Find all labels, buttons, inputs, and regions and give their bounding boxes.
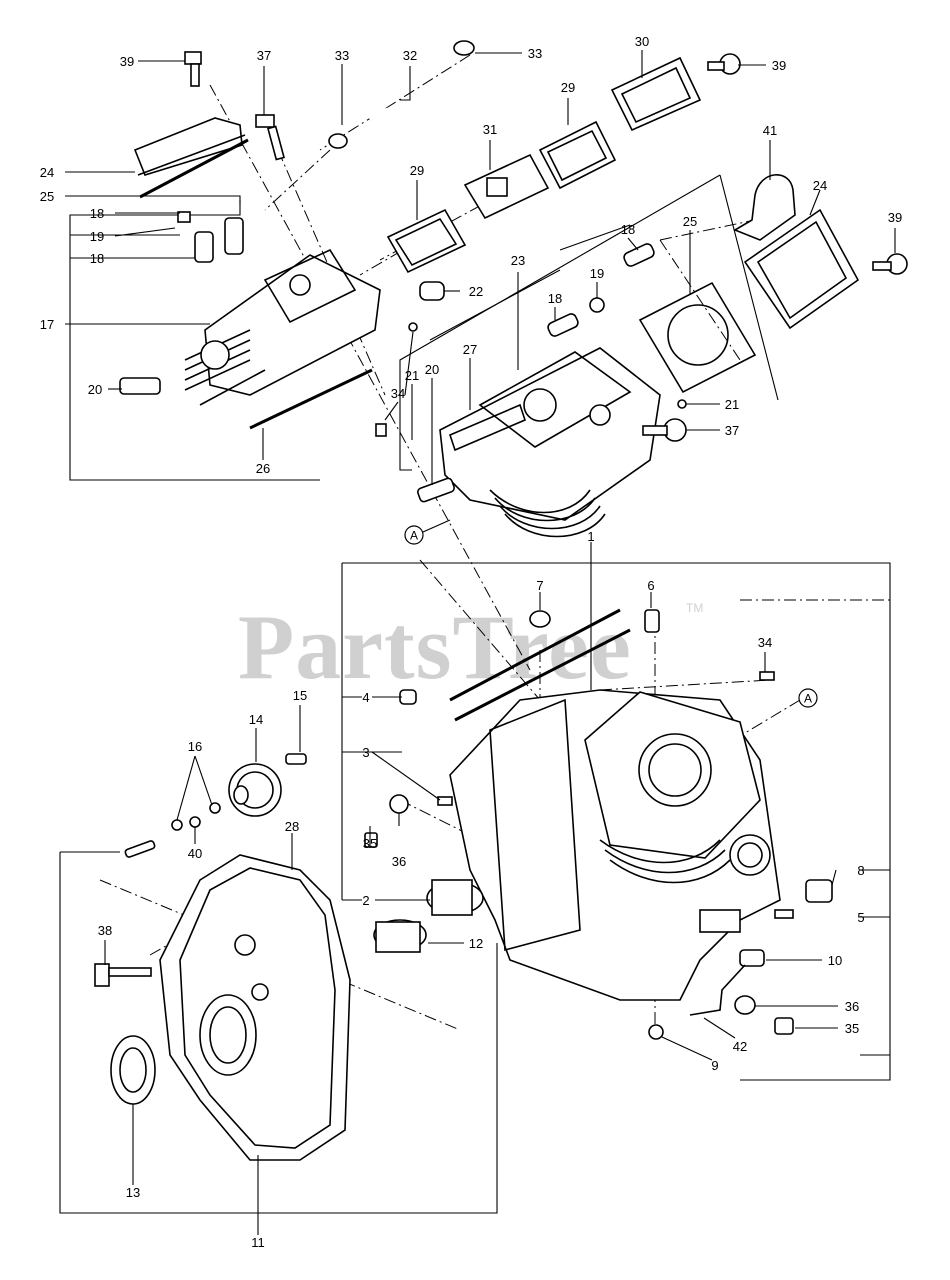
callout-label: 25 [683,214,697,229]
gasket-25-right [638,281,757,394]
callout-label: 10 [828,953,842,968]
callout-label: 28 [285,819,299,834]
callout-label: 18 [90,206,104,221]
callout-label: 30 [635,34,649,49]
callout-label: 39 [772,58,786,73]
callout-label: 15 [293,688,307,703]
dowel-pin [124,840,156,858]
callout-label: 26 [256,461,270,476]
cover-41-24-right [733,174,860,330]
callout-label: 14 [249,712,263,727]
callout-label: 33 [528,46,542,61]
callout-label: 36 [845,999,859,1014]
stud-20-right [417,477,455,503]
gear-case-cover-28 [159,854,351,1161]
group-bracket-lines [59,174,891,1214]
callout-label: 39 [120,54,134,69]
callout-label: 29 [561,80,575,95]
callout-label: 37 [257,48,271,63]
small-pin-15 [285,753,307,765]
callout-label: 19 [90,229,104,244]
cylinder-head-right [439,347,661,538]
gaskets-29-31-30 [386,56,702,274]
callout-label: 18 [548,291,562,306]
callout-label: 18 [621,222,635,237]
callout-label: 17 [40,317,54,332]
svg-text:A: A [804,692,812,706]
callout-label: 12 [469,936,483,951]
callout-label: 24 [813,178,827,193]
callout-label: 21 [725,397,739,412]
callout-label: 36 [392,854,406,869]
callout-label: 20 [88,382,102,397]
callout-label: 40 [188,846,202,861]
callout-label: 3 [362,745,369,760]
bushings-2-12 [373,879,484,953]
callout-label: 4 [362,690,369,705]
bolt-38 [94,963,152,987]
callout-label: 34 [391,386,405,401]
callout-label: 2 [362,893,369,908]
callout-label: 38 [98,923,112,938]
callout-label: 24 [40,165,54,180]
callout-label: 13 [126,1185,140,1200]
cylinder-head-left [177,211,381,430]
callout-label: 5 [857,910,864,925]
callout-label: 18 [90,251,104,266]
bolt-37-top [255,114,285,161]
valve-guide-22 [419,281,445,301]
bolt-39-right [872,253,908,275]
bolt-39-top [184,51,202,87]
callout-label: 25 [40,189,54,204]
hose-32 [367,67,474,125]
callout-label: 7 [536,578,543,593]
crankcase-small-parts [364,609,833,1040]
clip-33 [328,40,475,149]
svg-text:A: A [410,529,418,543]
washers-16-40 [171,802,221,831]
callout-label: 34 [758,635,772,650]
callout-label: 9 [711,1058,718,1073]
callout-label: 20 [425,362,439,377]
watermark: PartsTree [238,596,632,698]
head-cover-left [133,117,249,199]
callout-label: 22 [469,284,483,299]
callout-label: 21 [405,368,419,383]
callout-label: 31 [483,122,497,137]
callout-label: 11 [251,1235,265,1250]
crankcase [449,608,781,1001]
callout-label: 27 [463,342,477,357]
callout-label: 29 [410,163,424,178]
callout-labels: 39 37 33 32 33 30 39 29 31 24 25 18 19 1… [40,34,902,1250]
callout-label: 41 [763,123,777,138]
callout-label: 32 [403,48,417,63]
callout-label: 35 [845,1021,859,1036]
oil-seal-13 [110,1035,156,1105]
callout-label: 42 [733,1039,747,1054]
callout-label: 35 [363,836,377,851]
small-parts-right-head [375,243,687,437]
watermark-trademark: TM [686,601,703,615]
callout-label: 1 [587,529,594,544]
callout-label: 19 [590,266,604,281]
stud-20-left [119,377,161,395]
callout-label: 33 [335,48,349,63]
callout-leaders [65,50,896,1235]
callout-label: 16 [188,739,202,754]
callout-label: 6 [647,578,654,593]
reference-marker-a-top: A [404,519,451,545]
governor-gear-14 [228,763,282,817]
reference-marker-a-bottom: A [798,688,818,708]
callout-label: 8 [857,863,864,878]
callout-label: 39 [888,210,902,225]
callout-label: 23 [511,253,525,268]
callout-label: 37 [725,423,739,438]
bolt-39-right-top [707,53,741,75]
